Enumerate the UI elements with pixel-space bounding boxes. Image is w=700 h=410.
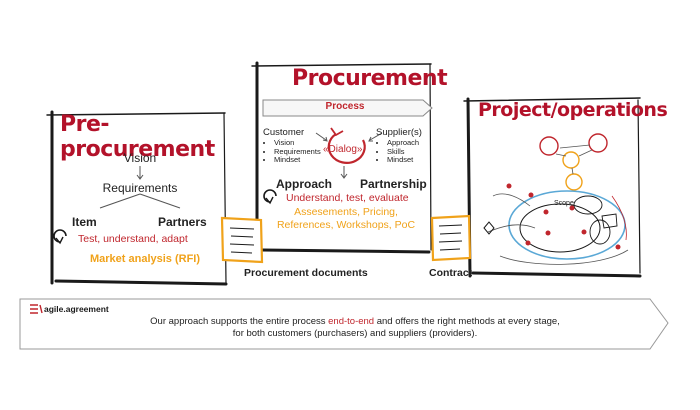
footer-line1-before: Our approach supports the entire process — [150, 316, 329, 327]
partnership-label: Partnership — [360, 177, 427, 191]
supplier-item: Mindset — [387, 155, 419, 165]
customer-list: Vision Requirements Mindset — [265, 138, 321, 165]
rfi-label: Market analysis (RFI) — [89, 253, 201, 265]
pre-procurement-arrows — [99, 166, 181, 209]
pre-cycle-icon — [53, 229, 67, 243]
dialog-label: «Dialog» — [323, 144, 363, 155]
partners-label: Partners — [158, 215, 207, 229]
footer-line2: for both customers (purchasers) and supp… — [232, 328, 478, 339]
brand-logo-icon — [30, 304, 43, 314]
customer-item: Mindset — [274, 155, 321, 165]
supplier-item: Approach — [387, 138, 419, 148]
contract-icon — [430, 214, 472, 262]
methods-line-2: References, Workshops, PoC — [276, 219, 416, 231]
brand-name: agile.agreement — [44, 304, 109, 314]
process-banner — [262, 99, 433, 117]
supplier-label: Supplier(s) — [376, 127, 422, 138]
item-label: Item — [72, 215, 97, 229]
procurement-documents-label: Procurement documents — [244, 267, 368, 279]
project-title: Project/operations — [478, 99, 668, 121]
footer-banner — [19, 298, 669, 350]
vision-label: Vision — [123, 151, 157, 165]
pre-cycle-text: Test, understand, adapt — [78, 233, 188, 245]
footer-text: Our approach supports the entire process… — [110, 316, 600, 340]
project-sketch — [483, 133, 629, 265]
scope-label: Scope — [554, 200, 574, 207]
methods-line-1: Assesements, Pricing, — [294, 206, 398, 218]
customer-item: Vision — [274, 138, 321, 148]
requirements-label: Requirements — [102, 181, 178, 195]
footer-highlight: end-to-end — [328, 316, 375, 327]
pre-procurement-title: Pre-procurement — [60, 112, 215, 162]
approach-label: Approach — [276, 177, 333, 191]
procurement-title: Procurement — [292, 66, 448, 91]
customer-item: Requirements — [274, 147, 321, 157]
dialog-loop-icon — [327, 127, 366, 164]
supplier-list: Approach Skills Mindset — [378, 138, 419, 165]
project-frame — [463, 97, 642, 278]
footer-line1-after: and offers the right methods at every st… — [374, 316, 560, 327]
procurement-docs-icon — [220, 216, 264, 264]
supplier-item: Skills — [387, 147, 419, 157]
pre-procurement-frame — [46, 110, 228, 286]
proc-cycle-icon — [263, 189, 277, 203]
proc-cycle-text: Understand, test, evaluate — [286, 192, 409, 204]
contract-label: Contract — [429, 267, 473, 279]
process-label: Process — [325, 101, 365, 112]
customer-label: Customer — [263, 127, 305, 138]
